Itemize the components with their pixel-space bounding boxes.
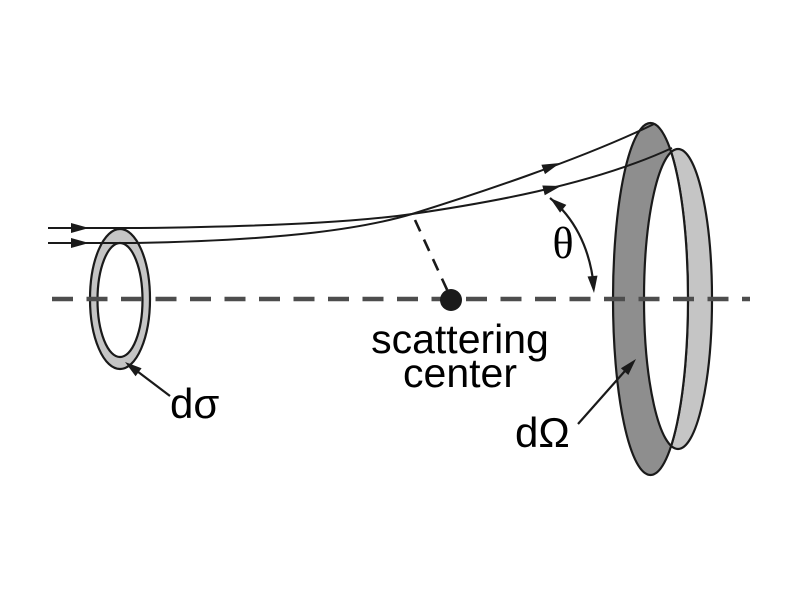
incident-arrowhead-upper [71,223,89,233]
detector-ring [611,121,714,477]
scattered-arrowhead-upper [541,163,560,175]
d-omega-arrow-line [577,362,633,425]
scattered-arrowhead-lower [542,185,561,196]
d-omega-arrowhead [620,359,636,375]
trajectory-lower [48,123,655,244]
scattering-center-label-line1: scattering [371,316,549,362]
incident-arrowhead-lower [71,238,89,248]
theta-label: θ [552,219,573,268]
trajectory-upper [48,147,673,229]
theta-arc-arrowhead-top [550,198,567,213]
impact-dashed-pointer [413,219,451,295]
cross-section-ring [88,227,152,371]
d-sigma-label: dσ [170,380,219,427]
scattering-center-dot [440,289,462,311]
theta-arc-arrowhead-bottom [587,275,598,293]
scattering-center-label-line2: center [403,350,517,396]
d-sigma-arrowhead [125,362,142,377]
d-omega-label: dΩ [515,409,570,456]
